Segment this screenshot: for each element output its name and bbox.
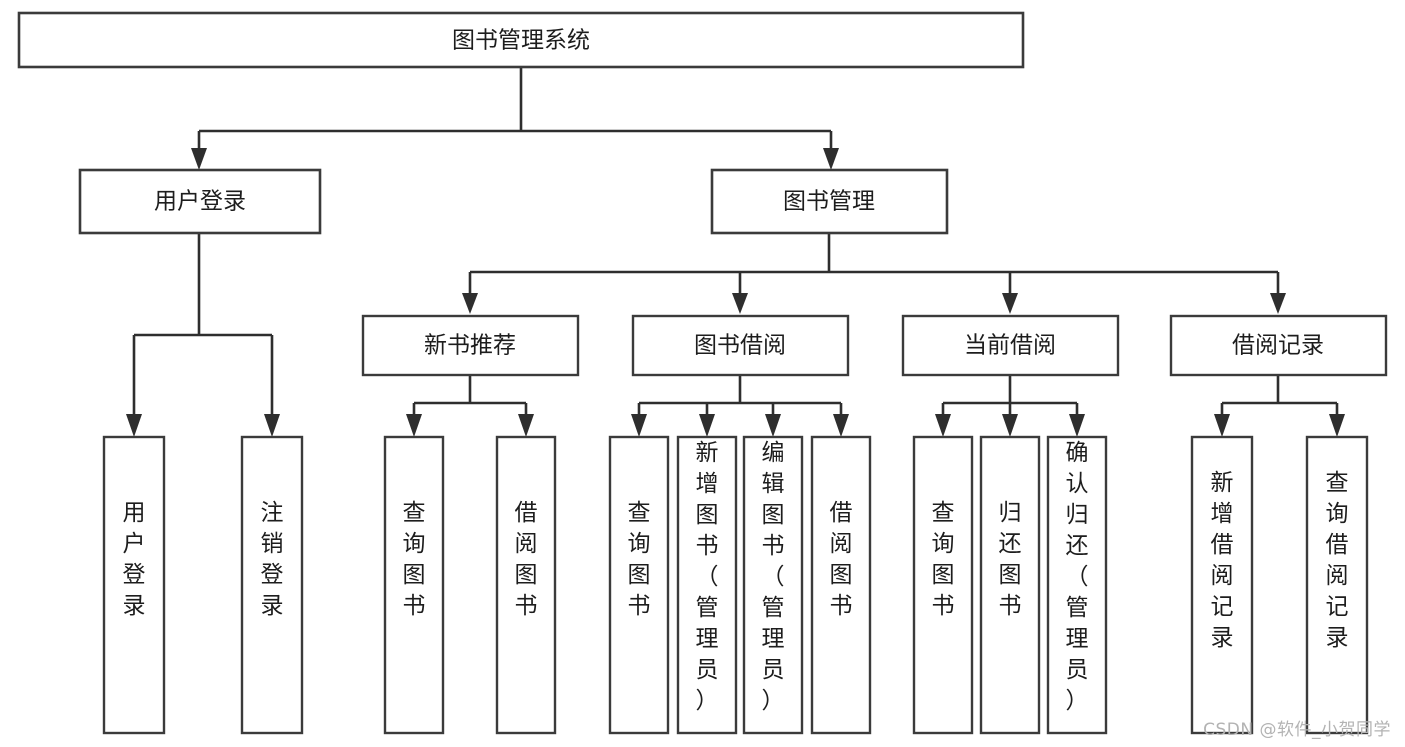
node-leaf-query-book-3[interactable]: 查询图书 [912, 435, 974, 735]
node-leaf-add-record[interactable]: 新增借阅记录 [1190, 435, 1254, 735]
node-leaf-query-record-box[interactable] [1305, 435, 1369, 735]
node-leaf-query-book-3-label: 查询图书 [932, 500, 955, 619]
arrow-to-leaf-borrow-book-1 [518, 414, 534, 437]
arrow-to-leaf-logout-login [264, 414, 280, 437]
arrow-to-leaf-add-book [699, 414, 715, 437]
node-root-box[interactable] [17, 11, 1025, 69]
node-new-book-recommend-label: 新书推荐 [424, 333, 516, 359]
node-leaf-edit-book-label: 编辑图书（管理员） [762, 440, 785, 714]
node-leaf-query-book-2-box[interactable] [608, 435, 670, 735]
arrow-to-borrow-record [1270, 293, 1286, 314]
arrow-to-leaf-add-record [1214, 414, 1230, 437]
node-leaf-return-book-box[interactable] [979, 435, 1041, 735]
node-leaf-edit-book[interactable]: 编辑图书（管理员） [742, 435, 804, 735]
arrow-to-leaf-query-book-3 [935, 414, 951, 437]
node-leaf-query-book-1-box[interactable] [383, 435, 445, 735]
node-current-borrow[interactable]: 当前借阅 [901, 314, 1120, 377]
node-leaf-add-book-label: 新增图书（管理员） [696, 440, 719, 714]
node-leaf-return-book[interactable]: 归还图书 [979, 435, 1041, 735]
node-leaf-query-book-1[interactable]: 查询图书 [383, 435, 445, 735]
node-leaf-logout-login-box[interactable] [240, 435, 304, 735]
node-borrow-record-box[interactable] [1169, 314, 1388, 377]
node-user-login[interactable]: 用户登录 [78, 168, 322, 235]
node-borrow-record-label: 借阅记录 [1232, 333, 1324, 359]
node-leaf-add-book-box[interactable] [676, 435, 738, 735]
node-leaf-borrow-book-1-label: 借阅图书 [515, 500, 538, 619]
arrow-to-book-borrow [732, 293, 748, 314]
arrow-to-leaf-query-book-2 [631, 414, 647, 437]
node-leaf-query-record[interactable]: 查询借阅记录 [1305, 435, 1369, 735]
node-book-borrow[interactable]: 图书借阅 [631, 314, 850, 377]
node-root-label: 图书管理系统 [452, 28, 590, 54]
arrow-to-user-login [191, 148, 207, 170]
node-leaf-user-login[interactable]: 用户登录 [102, 435, 166, 735]
arrow-to-current-borrow [1002, 293, 1018, 314]
node-leaf-borrow-book-1-box[interactable] [495, 435, 557, 735]
node-leaf-add-book[interactable]: 新增图书（管理员） [676, 435, 738, 735]
node-leaf-user-login-label: 用户登录 [123, 500, 146, 619]
node-leaf-query-book-3-box[interactable] [912, 435, 974, 735]
arrow-to-new-book-recommend [462, 293, 478, 314]
nodes-layer: 图书管理系统 用户登录 图书管理 新书推荐 图书借阅 当前 [17, 11, 1388, 735]
edges-layer [126, 67, 1345, 437]
node-book-borrow-box[interactable] [631, 314, 850, 377]
node-leaf-add-record-box[interactable] [1190, 435, 1254, 735]
node-leaf-borrow-book-2[interactable]: 借阅图书 [810, 435, 872, 735]
node-root[interactable]: 图书管理系统 [17, 11, 1025, 69]
node-leaf-query-book-2[interactable]: 查询图书 [608, 435, 670, 735]
node-new-book-recommend[interactable]: 新书推荐 [361, 314, 580, 377]
arrow-to-leaf-borrow-book-2 [833, 414, 849, 437]
node-new-book-recommend-box[interactable] [361, 314, 580, 377]
node-current-borrow-box[interactable] [901, 314, 1120, 377]
node-book-manage[interactable]: 图书管理 [710, 168, 949, 235]
arrow-to-leaf-query-book-1 [406, 414, 422, 437]
node-leaf-user-login-box[interactable] [102, 435, 166, 735]
node-leaf-logout-login-label: 注销登录 [261, 500, 284, 619]
node-book-manage-label: 图书管理 [783, 189, 875, 215]
arrow-to-leaf-query-record [1329, 414, 1345, 437]
node-leaf-logout-login[interactable]: 注销登录 [240, 435, 304, 735]
node-borrow-record[interactable]: 借阅记录 [1169, 314, 1388, 377]
arrow-to-leaf-confirm-return [1069, 414, 1085, 437]
node-leaf-query-book-1-label: 查询图书 [403, 500, 426, 619]
node-book-borrow-label: 图书借阅 [694, 333, 786, 359]
arrow-to-leaf-edit-book [765, 414, 781, 437]
node-leaf-confirm-return-box[interactable] [1046, 435, 1108, 735]
node-leaf-add-record-label: 新增借阅记录 [1211, 470, 1234, 651]
node-current-borrow-label: 当前借阅 [964, 333, 1056, 359]
arrow-to-leaf-user-login [126, 414, 142, 437]
node-user-login-label: 用户登录 [154, 189, 246, 215]
node-leaf-return-book-label: 归还图书 [999, 500, 1022, 619]
node-leaf-confirm-return-label: 确认归还（管理员） [1066, 440, 1089, 714]
node-leaf-edit-book-box[interactable] [742, 435, 804, 735]
node-leaf-borrow-book-1[interactable]: 借阅图书 [495, 435, 557, 735]
node-leaf-confirm-return[interactable]: 确认归还（管理员） [1046, 435, 1108, 735]
node-user-login-box[interactable] [78, 168, 322, 235]
node-leaf-borrow-book-2-label: 借阅图书 [830, 500, 853, 619]
node-leaf-query-record-label: 查询借阅记录 [1326, 470, 1349, 651]
node-leaf-query-book-2-label: 查询图书 [628, 500, 651, 619]
node-book-manage-box[interactable] [710, 168, 949, 235]
arrow-to-leaf-return-book [1002, 414, 1018, 437]
arrow-to-book-manage [823, 148, 839, 170]
node-leaf-borrow-book-2-box[interactable] [810, 435, 872, 735]
